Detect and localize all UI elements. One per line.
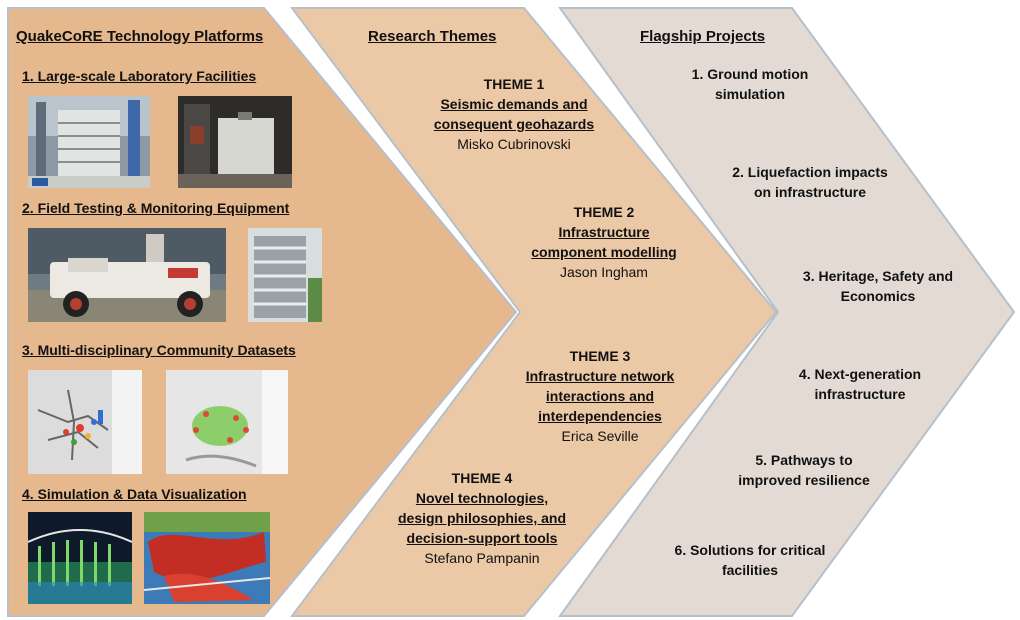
project-1-line-1: 1. Ground motion — [691, 66, 809, 82]
theme-4-title-line-3: decision-support tools — [406, 530, 558, 546]
ground-motion-render-photo — [28, 512, 132, 604]
project-2-line-2: on infrastructure — [753, 184, 866, 200]
project-1: 1. Ground motion simulation — [650, 64, 850, 104]
theme-3-lead: Erica Seville — [561, 428, 639, 444]
theme-1-title-line-2: consequent geohazards — [433, 116, 595, 132]
project-4-line-2: infrastructure — [814, 386, 906, 402]
theme-3-title-line-2: interactions and — [545, 388, 655, 404]
project-6-line-1: 6. Solutions for critical — [674, 542, 826, 558]
damage-map-photo — [166, 370, 288, 474]
shaker-truck-photo — [28, 228, 226, 322]
theme-3-title-line-1: Infrastructure network — [525, 368, 675, 384]
theme-1-lead: Misko Cubrinovski — [457, 136, 571, 152]
theme-1: THEME 1 Seismic demands and consequent g… — [404, 74, 624, 154]
theme-1-title-line-1: Seismic demands and — [440, 96, 588, 112]
theme-2-title-line-2: component modelling — [531, 244, 677, 260]
fault-rupture-render-photo — [144, 512, 270, 604]
platform-section-4-label: 4. Simulation & Data Visualization — [22, 486, 247, 502]
project-2: 2. Liquefaction impacts on infrastructur… — [700, 162, 920, 202]
projects-title: Flagship Projects — [640, 28, 766, 45]
project-3-line-2: Economics — [840, 288, 916, 304]
project-1-line-2: simulation — [714, 86, 785, 102]
project-3-line-1: 3. Heritage, Safety and — [802, 268, 954, 284]
project-5-line-2: improved resilience — [738, 472, 870, 488]
projects-chevron — [558, 7, 1016, 617]
theme-4: THEME 4 Novel technologies, design philo… — [364, 468, 600, 568]
project-4: 4. Next-generation infrastructure — [760, 364, 960, 404]
laboratory-structure-photo — [28, 96, 150, 188]
project-3: 3. Heritage, Safety and Economics — [768, 266, 988, 306]
theme-4-title-line-1: Novel technologies, — [415, 490, 549, 506]
instrumented-building-photo — [248, 228, 322, 322]
theme-3: THEME 3 Infrastructure network interacti… — [496, 346, 704, 446]
project-6: 6. Solutions for critical facilities — [640, 540, 860, 580]
project-5-line-1: 5. Pathways to — [755, 452, 853, 468]
platform-section-2-label: 2. Field Testing & Monitoring Equipment — [22, 200, 290, 216]
theme-2-lead: Jason Ingham — [560, 264, 648, 280]
themes-title: Research Themes — [368, 28, 497, 45]
theme-4-number: THEME 4 — [451, 470, 513, 486]
project-6-line-2: facilities — [721, 562, 779, 578]
theme-2: THEME 2 Infrastructure component modelli… — [504, 202, 704, 282]
platforms-title: QuakeCoRE Technology Platforms — [16, 28, 264, 45]
test-rig-photo — [178, 96, 292, 188]
project-5: 5. Pathways to improved resilience — [704, 450, 904, 490]
theme-3-number: THEME 3 — [569, 348, 631, 364]
project-4-line-1: 4. Next-generation — [798, 366, 922, 382]
themes-chevron — [290, 7, 778, 617]
theme-4-lead: Stefano Pampanin — [424, 550, 540, 566]
theme-2-title-line-1: Infrastructure — [558, 224, 650, 240]
project-2-line-1: 2. Liquefaction impacts — [732, 164, 888, 180]
platform-section-3-label: 3. Multi-disciplinary Community Datasets — [22, 342, 296, 358]
theme-3-title-line-3: interdependencies — [538, 408, 662, 424]
theme-2-number: THEME 2 — [573, 204, 635, 220]
theme-1-number: THEME 1 — [483, 76, 545, 92]
theme-4-title-line-2: design philosophies, and — [397, 510, 566, 526]
platform-section-1-label: 1. Large-scale Laboratory Facilities — [22, 68, 257, 84]
network-map-photo — [28, 370, 142, 474]
